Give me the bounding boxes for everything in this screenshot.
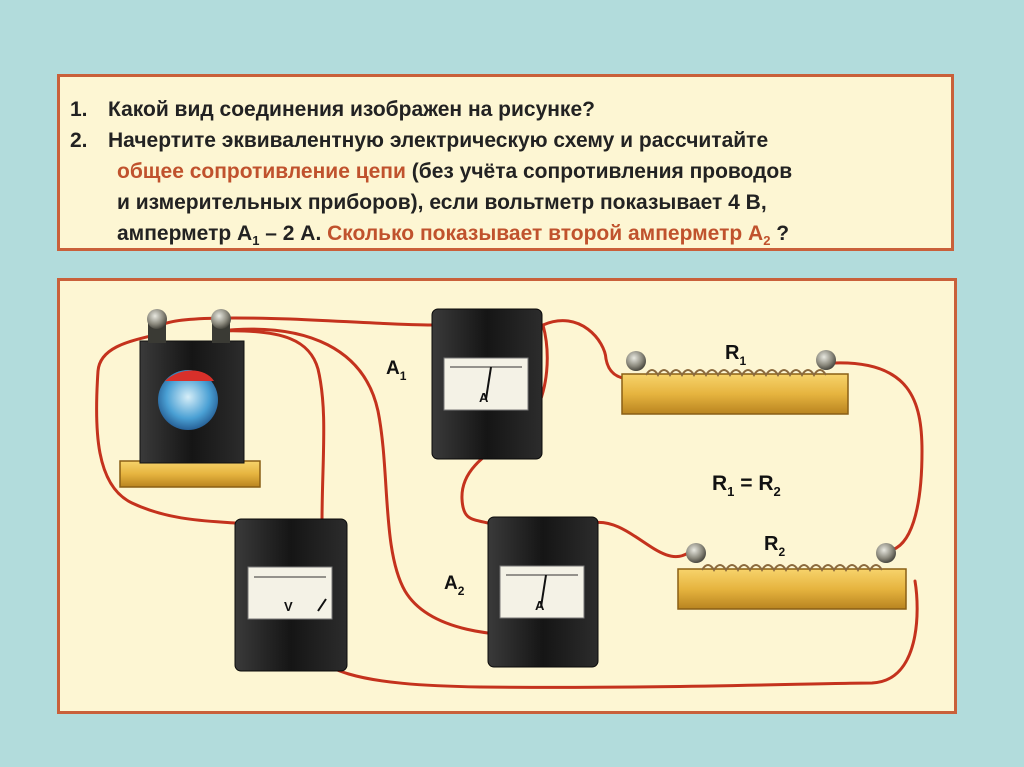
resistor-r1-coil <box>645 369 827 377</box>
ammeter-1-text: амперметр А <box>117 222 253 245</box>
ammeter-1-subscript: 1 <box>252 233 260 249</box>
question-1-text: Какой вид соединения изображен на рисунк… <box>108 98 595 121</box>
wire-battery-to-ammeter-1 <box>153 316 434 333</box>
question-2-line-3: и измерительных приборов), если вольтмет… <box>70 187 937 218</box>
question-2-line-1: Начертите эквивалентную электрическую сх… <box>108 129 769 152</box>
battery-terminal-left-post <box>148 323 166 343</box>
label-a1: A1 <box>386 358 407 383</box>
battery-label-icon <box>158 370 218 430</box>
ammeter-2: A <box>487 516 599 668</box>
wire-battery-to-voltmeter <box>218 329 326 525</box>
question-2-line-2: общее сопротивление цепи (без учёта сопр… <box>70 156 937 187</box>
ammeter-2-subscript: 2 <box>763 233 771 249</box>
question-1-number: 1. <box>70 98 88 121</box>
battery-label-stripe <box>165 370 214 381</box>
resistor-r1 <box>621 350 849 415</box>
wire-voltmeter-to-bottom-return <box>298 579 919 689</box>
resistor-r2 <box>677 543 907 610</box>
voltmeter-dial-letter: V <box>284 599 293 614</box>
circuit-svg: A A V <box>95 308 924 689</box>
question-2: 2. Начертите эквивалентную электрическую … <box>70 125 937 156</box>
ammeter-1-needle <box>485 366 492 400</box>
resistor-r2-coil <box>701 564 883 572</box>
battery <box>119 309 261 488</box>
circuit-diagram: A A V <box>57 278 957 714</box>
battery-terminal-right-post <box>212 323 230 343</box>
label-r1-equals-r2: R1 = R2 <box>712 472 781 499</box>
task-text-box: 1. Какой вид соединения изображен на рису… <box>57 74 954 251</box>
battery-base <box>119 460 261 488</box>
wire-ammeter-1-to-r1 <box>541 319 636 381</box>
wire-ammeter-2-to-r2 <box>590 520 690 559</box>
battery-terminal-right-icon <box>211 309 231 329</box>
ammeter-2-needle <box>540 574 547 608</box>
question-mark: ? <box>770 222 790 245</box>
resistor-r1-base <box>621 373 849 415</box>
ammeter-2-dial-letter: A <box>535 598 545 613</box>
resistor-r2-base <box>677 568 907 610</box>
question-2-line-3-text: и измерительных приборов), если вольтмет… <box>117 191 767 214</box>
wire-r1-right-to-r2-right <box>833 361 924 553</box>
question-2-line-2-rest: (без учёта сопротивления проводов <box>405 160 793 183</box>
highlight-second-ammeter-question: Сколько показывает второй амперметр А <box>327 222 764 245</box>
battery-terminal-left-icon <box>147 309 167 329</box>
label-r1: R1 <box>725 342 746 368</box>
label-r2: R2 <box>764 533 785 559</box>
voltmeter: V <box>234 518 348 672</box>
resistor-r2-terminal-right-icon <box>876 543 896 563</box>
wire-battery-left-loop <box>95 333 237 525</box>
voltmeter-needle <box>317 598 327 612</box>
resistor-r2-terminal-left-icon <box>686 543 706 563</box>
label-a2: A2 <box>444 573 465 598</box>
ammeter-1-value: – 2 А. <box>259 222 328 245</box>
highlight-total-resistance: общее сопротивление цепи <box>117 160 406 183</box>
ammeter-1: A <box>431 308 543 460</box>
question-2-number: 2. <box>70 129 88 152</box>
resistor-r1-terminal-left-icon <box>626 351 646 371</box>
question-2-line-4: амперметр А1 – 2 А. Сколько показывает в… <box>70 218 937 249</box>
resistor-r1-terminal-right-icon <box>816 350 836 370</box>
ammeter-1-dial-letter: A <box>479 390 489 405</box>
question-1: 1. Какой вид соединения изображен на рису… <box>70 94 937 125</box>
